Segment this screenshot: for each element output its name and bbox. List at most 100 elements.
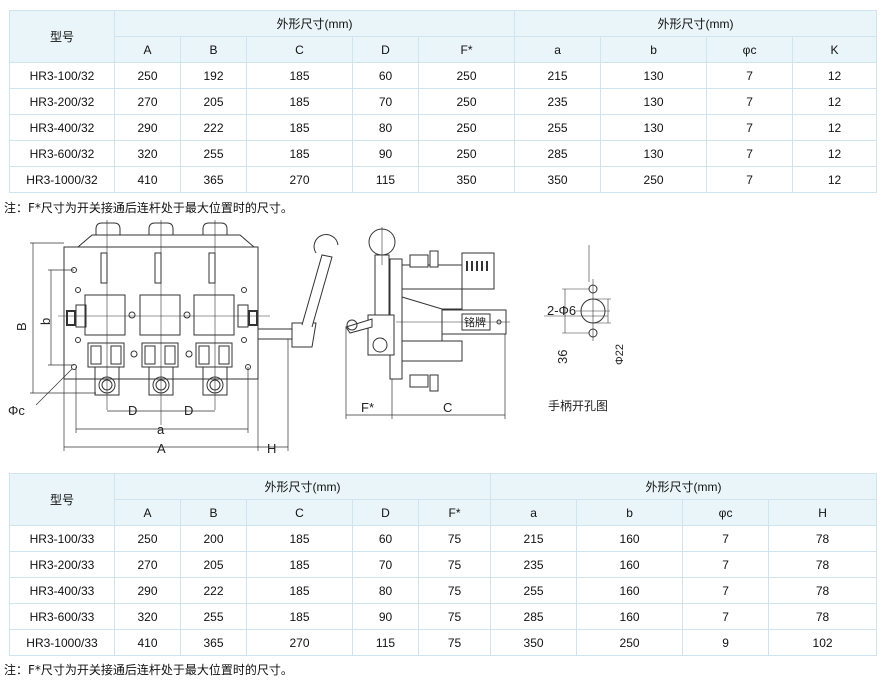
dimension-cell: 7	[682, 551, 770, 578]
dimension-cell: 160	[576, 551, 684, 578]
dimension-cell: 7	[706, 114, 794, 141]
column-header: D	[352, 499, 419, 526]
dimension-cell: 350	[490, 629, 578, 656]
dimension-cell: 222	[180, 577, 247, 604]
dimension-cell: 70	[352, 88, 419, 115]
dimension-cell: 102	[768, 629, 878, 656]
column-header: K	[792, 36, 878, 63]
column-header: D	[352, 36, 419, 63]
dimension-cell: 12	[792, 62, 878, 89]
dimension-cell: 160	[576, 525, 684, 552]
dimension-cell: 115	[352, 166, 419, 193]
dimension-cell: 12	[792, 114, 878, 141]
dimension-cell: 130	[600, 140, 708, 167]
dimension-cell: 205	[180, 551, 247, 578]
model-cell: HR3-1000/33	[9, 629, 115, 656]
dimension-drawing: B b Φc D D a A H F* C 铭牌 2-Φ6 36 Φ22 手柄开…	[8, 220, 626, 456]
dimension-cell: 80	[352, 114, 419, 141]
dimension-cell: 205	[180, 88, 247, 115]
dimension-cell: 115	[352, 629, 419, 656]
dimension-cell: 7	[706, 62, 794, 89]
column-header: φc	[706, 36, 794, 63]
dimension-cell: 185	[246, 88, 353, 115]
dimension-cell: 285	[514, 140, 602, 167]
dimension-group-header: 外形尺寸(mm)	[490, 473, 878, 500]
dimension-cell: 365	[180, 629, 247, 656]
dim-label-a: a	[157, 422, 165, 437]
dimension-cell: 250	[417, 114, 516, 141]
dimension-cell: 185	[246, 603, 353, 630]
dimension-cell: 320	[114, 140, 181, 167]
dimension-cell: 7	[706, 140, 794, 167]
dimension-cell: 7	[706, 88, 794, 115]
dim-label-phic: Φc	[8, 403, 25, 418]
cutout-height-label: 36	[555, 350, 570, 364]
dim-label-F: F*	[361, 400, 374, 415]
dimension-cell: 410	[114, 166, 181, 193]
footnote: 注：F*尺寸为开关接通后连杆处于最大位置时的尺寸。	[4, 663, 293, 677]
dimension-cell: 70	[352, 551, 419, 578]
dimension-cell: 255	[180, 140, 247, 167]
dimension-cell: 270	[246, 166, 353, 193]
dim-label-C: C	[443, 400, 452, 415]
dimension-cell: 90	[352, 140, 419, 167]
dimension-cell: 270	[246, 629, 353, 656]
model-header: 型号	[9, 10, 115, 63]
dim-label-B: B	[14, 322, 29, 331]
dimension-cell: 78	[768, 603, 878, 630]
dimension-cell: 250	[114, 62, 181, 89]
dimension-cell: 75	[417, 551, 492, 578]
dimension-cell: 78	[768, 525, 878, 552]
dimension-cell: 255	[180, 603, 247, 630]
footnote: 注：F*尺寸为开关接通后连杆处于最大位置时的尺寸。	[4, 201, 293, 215]
dimension-cell: 75	[417, 577, 492, 604]
dimension-cell: 7	[682, 525, 770, 552]
model-cell: HR3-600/33	[9, 603, 115, 630]
column-header: φc	[682, 499, 770, 526]
dimension-cell: 250	[417, 88, 516, 115]
cutout-caption: 手柄开孔图	[548, 399, 608, 413]
column-header: a	[514, 36, 602, 63]
dimension-cell: 9	[682, 629, 770, 656]
dimension-cell: 185	[246, 551, 353, 578]
column-header: F*	[417, 499, 492, 526]
dim-label-D1: D	[128, 403, 137, 418]
column-header: A	[114, 499, 181, 526]
dim-label-H: H	[267, 441, 276, 456]
spec-table-hr3-33: 型号 外形尺寸(mm) 外形尺寸(mm) A B C D F* a b φc H…	[9, 473, 878, 656]
column-header: B	[180, 36, 247, 63]
front-view	[30, 220, 339, 451]
dimension-cell: 12	[792, 140, 878, 167]
dimension-cell: 350	[417, 166, 516, 193]
dimension-cell: 365	[180, 166, 247, 193]
dimension-cell: 75	[417, 629, 492, 656]
dimension-cell: 255	[514, 114, 602, 141]
dimension-cell: 250	[600, 166, 708, 193]
dimension-cell: 235	[490, 551, 578, 578]
dimension-cell: 7	[682, 577, 770, 604]
dimension-cell: 250	[576, 629, 684, 656]
dimension-cell: 78	[768, 577, 878, 604]
dim-label-A: A	[157, 441, 166, 456]
dimension-cell: 255	[490, 577, 578, 604]
dimension-group-header: 外形尺寸(mm)	[113, 10, 516, 37]
column-header: F*	[417, 36, 516, 63]
dimension-cell: 75	[417, 525, 492, 552]
dimension-cell: 7	[706, 166, 794, 193]
dimension-cell: 185	[246, 140, 353, 167]
cutout-dia-label: Φ22	[614, 344, 626, 365]
dimension-cell: 12	[792, 88, 878, 115]
dimension-cell: 75	[417, 603, 492, 630]
model-cell: HR3-1000/32	[9, 166, 115, 193]
dimension-cell: 270	[114, 88, 181, 115]
dim-label-D2: D	[184, 403, 193, 418]
dimension-cell: 290	[114, 577, 181, 604]
nameplate-label: 铭牌	[464, 315, 486, 329]
column-header: C	[246, 36, 353, 63]
